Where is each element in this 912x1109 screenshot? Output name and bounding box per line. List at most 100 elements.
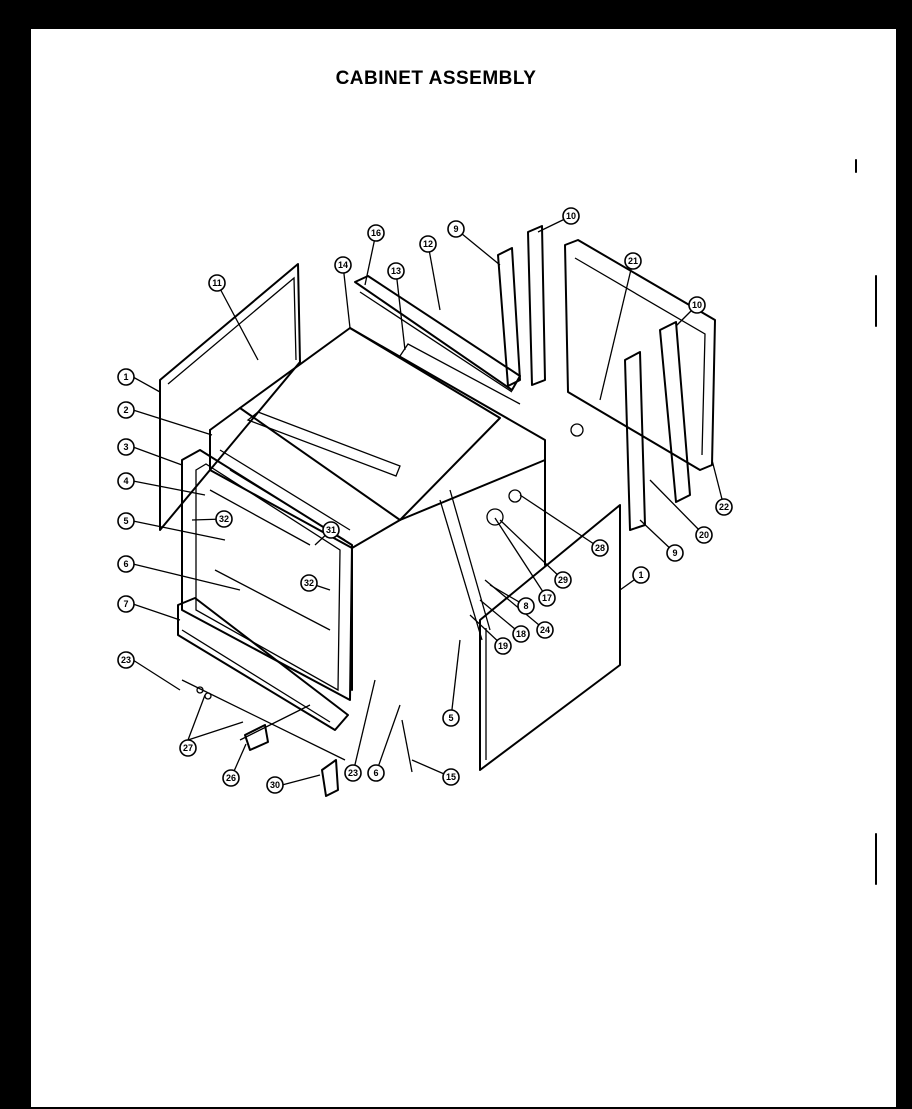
callout-circle xyxy=(117,512,135,530)
brackets xyxy=(497,225,691,531)
callout-circle xyxy=(419,235,437,253)
callout-circle xyxy=(322,521,340,539)
callout-8: 8 xyxy=(517,597,535,615)
callout-11: 11 xyxy=(208,274,226,292)
callout-circle xyxy=(344,764,362,782)
callout-27: 27 xyxy=(179,739,197,757)
callout-28: 28 xyxy=(591,539,609,557)
callout-30: 30 xyxy=(266,776,284,794)
callout-number: 6 xyxy=(123,559,128,569)
callout-number: 10 xyxy=(566,211,576,221)
callout-circle xyxy=(117,651,135,669)
callout-number: 17 xyxy=(542,593,552,603)
callout-circle xyxy=(222,769,240,787)
callout-circle xyxy=(536,621,554,639)
callout-24: 24 xyxy=(536,621,554,639)
callout-circle xyxy=(512,625,530,643)
callout-circle xyxy=(215,510,233,528)
callout-3: 3 xyxy=(117,438,135,456)
callout-32: 32 xyxy=(215,510,233,528)
callout-10: 10 xyxy=(562,207,580,225)
callout-circle xyxy=(442,768,460,786)
drawing-sheet xyxy=(31,29,896,1107)
callout-number: 22 xyxy=(719,502,729,512)
callout-circle xyxy=(517,597,535,615)
callout-4: 4 xyxy=(117,472,135,490)
callout-17: 17 xyxy=(538,589,556,607)
callout-circle xyxy=(562,207,580,225)
callout-circle xyxy=(624,252,642,270)
callout-circle xyxy=(666,544,684,562)
callout-number: 3 xyxy=(123,442,128,452)
scan-marks xyxy=(279,13,877,885)
callout-12: 12 xyxy=(419,235,437,253)
callout-29: 29 xyxy=(554,571,572,589)
callout-circle xyxy=(117,438,135,456)
callout-19: 19 xyxy=(494,637,512,655)
callout-circle xyxy=(447,220,465,238)
callout-circle xyxy=(367,764,385,782)
callout-26: 26 xyxy=(222,769,240,787)
callout-5: 5 xyxy=(117,512,135,530)
callout-circle xyxy=(538,589,556,607)
callout-number: 10 xyxy=(692,300,702,310)
callout-number: 13 xyxy=(391,266,401,276)
callout-number: 27 xyxy=(183,743,193,753)
callout-9: 9 xyxy=(666,544,684,562)
callout-circle xyxy=(554,571,572,589)
callout-number: 11 xyxy=(212,278,222,288)
callout-14: 14 xyxy=(334,256,352,274)
front-trim xyxy=(177,597,349,761)
callout-1: 1 xyxy=(632,566,650,584)
callout-number: 29 xyxy=(558,575,568,585)
callout-number: 14 xyxy=(338,260,348,270)
callout-circle xyxy=(591,539,609,557)
callout-number: 21 xyxy=(628,256,638,266)
callout-number: 1 xyxy=(123,372,128,382)
left-side-panel xyxy=(159,263,301,531)
callout-number: 2 xyxy=(123,405,128,415)
callout-number: 26 xyxy=(226,773,236,783)
callout-number: 12 xyxy=(423,239,433,249)
callout-circle xyxy=(688,296,706,314)
callout-number: 15 xyxy=(446,772,456,782)
callout-6: 6 xyxy=(117,555,135,573)
callout-number: 32 xyxy=(304,578,314,588)
callout-number: 9 xyxy=(453,224,458,234)
callout-number: 5 xyxy=(123,516,128,526)
hardware xyxy=(196,686,413,797)
callout-number: 7 xyxy=(123,599,128,609)
callout-circle xyxy=(387,262,405,280)
callout-number: 8 xyxy=(523,601,528,611)
callout-number: 28 xyxy=(595,543,605,553)
callout-number: 6 xyxy=(373,768,378,778)
callout-number: 24 xyxy=(540,625,550,635)
callout-1: 1 xyxy=(117,368,135,386)
callout-circle xyxy=(117,595,135,613)
callout-number: 9 xyxy=(672,548,677,558)
callout-7: 7 xyxy=(117,595,135,613)
callout-number: 16 xyxy=(371,228,381,238)
callout-circle xyxy=(334,256,352,274)
callout-9: 9 xyxy=(447,220,465,238)
callout-circle xyxy=(117,401,135,419)
right-side-panel xyxy=(479,504,621,771)
callout-circle xyxy=(117,368,135,386)
callout-16: 16 xyxy=(367,224,385,242)
diagram-title: CABINET ASSEMBLY xyxy=(335,68,537,89)
callout-23: 23 xyxy=(344,764,362,782)
callout-number: 20 xyxy=(699,530,709,540)
callout-circle xyxy=(367,224,385,242)
callout-number: 19 xyxy=(498,641,508,651)
callout-6: 6 xyxy=(367,764,385,782)
callout-31: 31 xyxy=(322,521,340,539)
callout-circle xyxy=(632,566,650,584)
callout-circle xyxy=(266,776,284,794)
callout-circle xyxy=(179,739,197,757)
callout-circle xyxy=(715,498,733,516)
callout-number: 5 xyxy=(448,713,453,723)
callout-20: 20 xyxy=(695,526,713,544)
callout-23: 23 xyxy=(117,651,135,669)
